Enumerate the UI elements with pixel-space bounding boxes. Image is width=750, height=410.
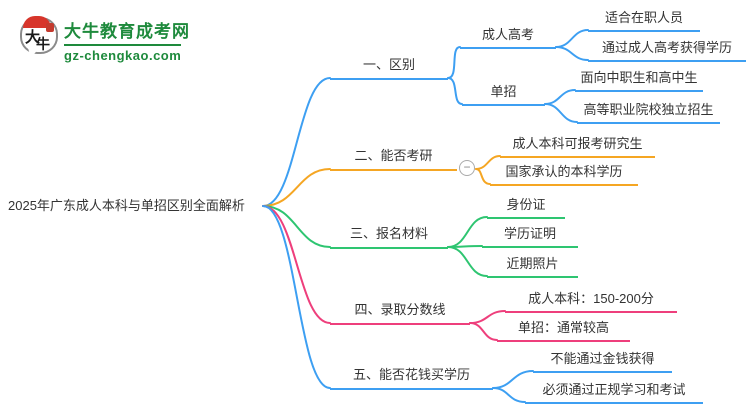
logo-char-1: 大 <box>25 30 41 46</box>
site-name: 大牛教育成考网 <box>64 22 190 41</box>
leaf-topic[interactable]: 不能通过金钱获得 <box>533 349 672 373</box>
leaf-topic[interactable]: 成人本科：150-200分 <box>505 289 677 313</box>
branch-topic-materials[interactable]: 三、报名材料 <box>330 224 448 249</box>
sub-topic-chengkao[interactable]: 成人高考 <box>460 25 556 49</box>
leaf-topic[interactable]: 高等职业院校独立招生 <box>577 100 720 124</box>
logo-bubble-icon: 大 牛 <box>20 16 58 54</box>
leaf-topic[interactable]: 身份证 <box>487 195 565 219</box>
site-logo[interactable]: 大 牛 大牛教育成考网 gz-chengkao.com <box>18 14 198 64</box>
sub-topic-danzhao[interactable]: 单招 <box>462 82 545 106</box>
leaf-topic[interactable]: 成人本科可报考研究生 <box>500 134 655 158</box>
logo-red-cap <box>23 16 51 28</box>
root-topic[interactable]: 2025年广东成人本科与单招区别全面解析 <box>8 198 245 213</box>
branch-topic-buy-diploma[interactable]: 五、能否花钱买学历 <box>330 365 493 390</box>
logo-char-2: 牛 <box>36 38 50 53</box>
logo-bubble-tail <box>28 48 39 58</box>
site-url: gz-chengkao.com <box>64 44 182 63</box>
leaf-topic[interactable]: 面向中职生和高中生 <box>575 68 703 92</box>
leaf-topic[interactable]: 学历证明 <box>482 224 578 248</box>
leaf-topic[interactable]: 适合在职人员 <box>588 8 700 32</box>
leaf-topic[interactable]: 近期照片 <box>487 254 578 278</box>
branch-topic-difference[interactable]: 一、区别 <box>330 55 448 80</box>
leaf-topic[interactable]: 通过成人高考获得学历 <box>588 38 746 62</box>
logo-red-seal <box>46 23 54 32</box>
leaf-topic[interactable]: 国家承认的本科学历 <box>490 162 638 186</box>
leaf-topic[interactable]: 必须通过正规学习和考试 <box>525 380 703 404</box>
leaf-topic[interactable]: 单招：通常较高 <box>497 318 630 342</box>
branch-topic-score-line[interactable]: 四、录取分数线 <box>330 300 470 325</box>
branch-topic-postgrad[interactable]: 二、能否考研 <box>330 146 457 171</box>
collapse-button[interactable]: − <box>459 160 475 176</box>
